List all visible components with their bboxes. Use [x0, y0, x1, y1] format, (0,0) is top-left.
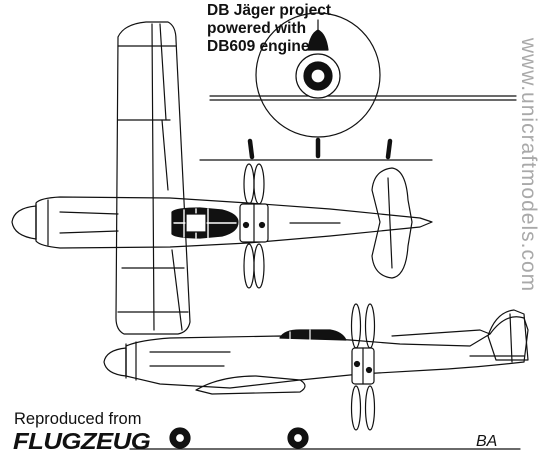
side-view-canopy	[279, 329, 347, 341]
top-prop-blade-lower-b	[253, 243, 265, 289]
drawing-title: DB Jäger project powered with DB609 engi…	[207, 2, 331, 56]
side-hub-bolt	[353, 360, 361, 368]
top-view-spinner	[11, 205, 37, 240]
title-line-3: DB609 engine	[207, 38, 310, 55]
side-prop-blade-lower-a	[350, 385, 362, 431]
side-view-fin	[487, 309, 529, 361]
side-view-fuselage	[125, 316, 529, 389]
artist-initials: BA	[476, 433, 498, 450]
side-view-spinner	[103, 347, 127, 377]
wing-aileron-line	[159, 23, 167, 121]
side-prop-blade-upper-b	[364, 303, 376, 349]
canopy-glass	[185, 213, 207, 233]
watermark-url: www.unicraftmodels.com	[517, 37, 540, 293]
exhaust-stubs	[59, 211, 119, 234]
rudder-line	[509, 313, 513, 363]
hub-bolt-right	[258, 221, 266, 229]
front-view-prop-disc	[255, 12, 381, 138]
side-hub-bolt-2	[365, 366, 373, 374]
front-view-spinner	[310, 68, 326, 84]
top-prop-blade-upper-b	[253, 163, 265, 205]
title-line-1: DB Jäger project	[207, 2, 332, 19]
wheel-left-hub	[174, 432, 186, 444]
credit-text: Reproduced from	[14, 410, 142, 428]
title-line-2: powered with	[207, 20, 307, 37]
side-view	[103, 303, 529, 431]
wheel-right-hub	[292, 432, 304, 444]
hub-bolt-left	[242, 221, 250, 229]
side-prop-blade-upper-a	[350, 303, 362, 349]
wing-hinge-upper	[161, 119, 169, 191]
side-view-wing-root	[195, 375, 306, 395]
wing-flap-line	[151, 23, 155, 331]
top-view-fuselage	[35, 196, 433, 249]
side-exhaust	[149, 351, 231, 367]
front-view-gear	[247, 137, 393, 160]
wing-hinge-lower	[171, 249, 183, 331]
magazine-logo: FLUGZEUG	[13, 428, 151, 454]
top-prop-blade-upper-a	[243, 163, 255, 205]
top-view-wing	[115, 21, 191, 335]
top-view-tailplane	[371, 167, 413, 279]
ground-reference	[129, 427, 521, 450]
elevator-line	[387, 177, 393, 269]
top-view	[11, 21, 433, 335]
side-prop-blade-lower-b	[364, 385, 376, 431]
front-view-canopy	[307, 29, 329, 51]
front-view	[199, 12, 517, 161]
side-view-fin-fillet	[391, 329, 491, 337]
top-prop-blade-lower-a	[243, 243, 255, 289]
